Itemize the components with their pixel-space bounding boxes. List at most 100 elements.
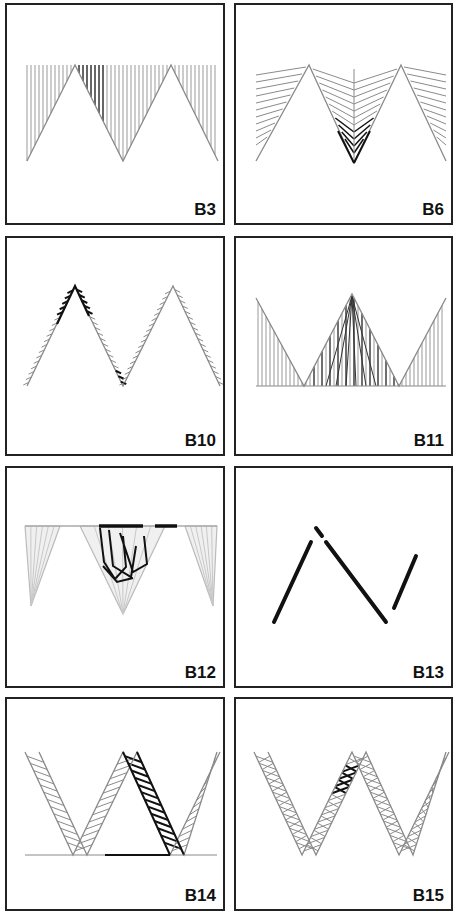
hatch-stroke — [410, 365, 411, 386]
figure-panel: B11 — [234, 236, 453, 456]
hatch-stroke — [393, 835, 404, 841]
hatch-stroke — [321, 352, 322, 387]
hatch-stroke — [44, 339, 49, 342]
hatch-stroke — [270, 324, 271, 386]
panel-drawing — [25, 526, 217, 614]
hatch-stroke — [201, 526, 213, 606]
hatch-stroke — [147, 65, 148, 113]
hatch-stroke — [160, 302, 165, 305]
hatch-stroke — [90, 65, 92, 97]
panel-label: B6 — [422, 200, 444, 220]
hatch-stroke — [274, 331, 275, 386]
hatch-stroke — [256, 385, 446, 386]
hatch-stroke — [63, 65, 64, 89]
hatch-stroke — [193, 328, 198, 331]
line-segment — [316, 528, 322, 536]
figure-panel: B6 — [234, 3, 453, 225]
hatch-stroke — [289, 821, 300, 827]
hatch-stroke — [363, 771, 374, 777]
hatch-stroke — [326, 97, 354, 111]
hatch-stroke — [390, 828, 401, 834]
hatch-stroke — [185, 311, 190, 314]
hatch-stroke — [125, 372, 130, 375]
zigzag-line — [123, 752, 170, 855]
hatch-stroke — [292, 828, 303, 834]
hatch-stroke — [407, 74, 446, 82]
hatch-stroke — [404, 67, 446, 75]
hatch-stroke — [43, 65, 44, 129]
hatch-stroke — [90, 317, 95, 320]
hatch-stroke — [256, 123, 275, 131]
hatch-stroke — [390, 368, 391, 386]
triangle-shape — [185, 526, 217, 606]
hatch-stroke — [213, 371, 218, 374]
hatch-stroke — [425, 801, 428, 807]
hatch-stroke — [269, 778, 280, 784]
zigzag-line — [256, 65, 446, 163]
hatch-stroke — [354, 69, 397, 83]
hatch-stroke — [205, 355, 210, 358]
line-segment — [394, 556, 416, 608]
hatch-stroke — [272, 785, 283, 791]
hatch-stroke — [385, 361, 386, 386]
hatch-stroke — [136, 350, 141, 353]
hatch-stroke — [138, 345, 143, 348]
hatch-stroke — [354, 97, 384, 111]
hatch-stroke — [183, 65, 184, 90]
zigzag-line — [254, 752, 449, 855]
hatch-stroke — [41, 345, 46, 348]
zigzag-line — [57, 286, 89, 324]
hatch-stroke — [207, 65, 208, 139]
hatch-stroke — [203, 65, 204, 130]
hatch-stroke — [67, 65, 68, 81]
hatch-stroke — [354, 90, 387, 104]
hatch-stroke — [212, 526, 213, 606]
zigzag-line — [27, 286, 220, 386]
hatch-stroke — [36, 355, 41, 358]
panel-drawing — [254, 752, 449, 855]
hatch-stroke — [258, 302, 259, 386]
hatch-stroke — [377, 345, 378, 386]
panel-drawing — [256, 294, 446, 386]
hatch-stroke — [208, 360, 213, 363]
hatch-stroke — [47, 65, 48, 121]
hatch-stroke — [322, 90, 354, 104]
zigzag-line — [256, 294, 446, 386]
hatch-stroke — [311, 837, 322, 843]
hatch-stroke — [256, 116, 279, 124]
hatch-stroke — [411, 830, 419, 836]
hatch-stroke — [438, 313, 439, 386]
hatch-stroke — [25, 525, 217, 527]
hatch-stroke — [157, 307, 162, 310]
panel-drawing — [23, 286, 223, 386]
hatch-stroke — [286, 814, 297, 820]
hatch-stroke — [218, 382, 223, 385]
hatch-stroke — [131, 65, 132, 145]
figure-panel: B15 — [234, 697, 453, 911]
hatch-stroke — [346, 765, 357, 771]
zigzag-line — [25, 752, 220, 855]
hatch-stroke — [47, 334, 52, 337]
hatch-stroke — [155, 524, 177, 528]
hatch-stroke — [195, 65, 196, 114]
hatch-stroke — [326, 296, 352, 386]
hatch-stroke — [319, 83, 354, 97]
hatch-stroke — [329, 336, 330, 386]
hatch-stroke — [370, 785, 381, 791]
hatch-stroke — [424, 109, 446, 117]
hatch-stroke — [118, 376, 123, 379]
hatch-stroke — [187, 317, 192, 320]
hatch-stroke — [259, 756, 270, 762]
panel-label: B11 — [414, 431, 444, 451]
hatch-stroke — [111, 65, 112, 137]
hatch-stroke — [86, 65, 88, 89]
hatch-stroke — [266, 316, 267, 386]
hatch-stroke — [326, 344, 327, 386]
hatch-stroke — [59, 65, 60, 97]
hatch-stroke — [325, 809, 336, 815]
hatch-stroke — [102, 65, 104, 121]
hatch-stroke — [417, 95, 446, 103]
hatch-stroke — [133, 356, 138, 359]
hatch-stroke — [23, 382, 28, 385]
hatch-stroke — [116, 371, 121, 374]
